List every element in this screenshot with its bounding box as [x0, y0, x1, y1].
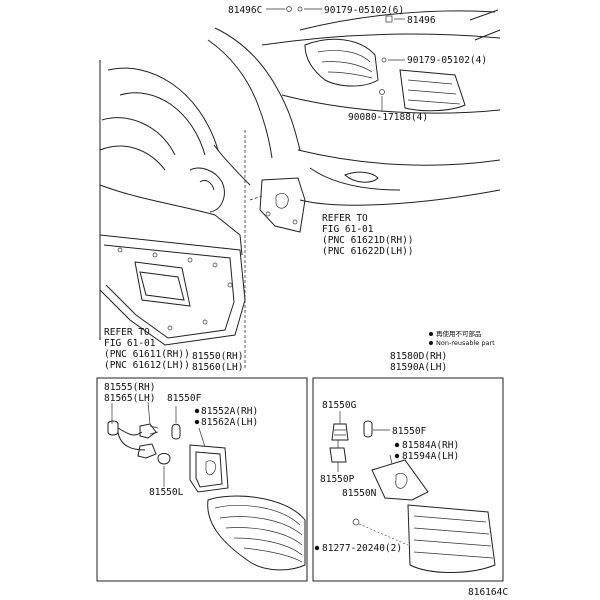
tail-lamp-inner-top: [399, 69, 466, 112]
label-81584arh: 81584A(RH): [402, 440, 459, 451]
label-refer-left-1: REFER TO: [104, 327, 150, 338]
label-refer-right-3: (PNC 61621D(RH)): [322, 235, 414, 246]
label-refer-right-4: (PNC 61622D(LH)): [322, 246, 414, 257]
non-reusable-dot: [394, 453, 400, 459]
label-81590alh: 81590A(LH): [390, 362, 447, 373]
label-81550l: 81550L: [149, 487, 184, 498]
label-81496c: 81496C: [228, 5, 262, 16]
legend-jp: 再使用不可部品: [436, 329, 482, 338]
label-81562alh: 81562A(LH): [201, 417, 258, 428]
legend-en: Non-reusable part: [436, 339, 495, 347]
tail-lamp-left: [207, 495, 306, 571]
non-reusable-dot: [394, 442, 400, 448]
tail-lamp-inner-right: [407, 504, 496, 573]
label-81565lh: 81565(LH): [104, 393, 155, 404]
fasteners-top: [286, 6, 393, 95]
label-refer-left-2: FIG 61-01: [104, 338, 156, 349]
label-90179-05102-6: 90179-05102(6): [324, 5, 404, 16]
bulb-left-1: [171, 406, 181, 440]
figure-code: 816164C: [468, 587, 508, 598]
label-81277-20240: 81277-20240(2): [322, 543, 402, 554]
label-81496: 81496: [407, 15, 436, 26]
legend: 再使用不可部品 Non-reusable part: [429, 329, 495, 347]
label-81560lh: 81560(LH): [192, 362, 243, 373]
gasket-right: [371, 454, 429, 501]
label-81550f-left: 81550F: [167, 393, 202, 404]
label-81552arh: 81552A(RH): [201, 406, 258, 417]
label-81550n: 81550N: [342, 488, 377, 499]
gasket-left: [189, 427, 229, 493]
gasket-mid: [259, 177, 306, 233]
label-81580drh: 81580D(RH): [390, 351, 447, 362]
label-81555rh: 81555(RH): [104, 382, 155, 393]
label-refer-left-4: (PNC 61612(LH)): [104, 360, 190, 371]
label-refer-right-2: FIG 61-01: [322, 224, 374, 235]
non-reusable-dot: [314, 545, 320, 551]
label-refer-left-3: (PNC 61611(RH)): [104, 349, 190, 360]
label-81594alh: 81594A(LH): [402, 451, 459, 462]
fastener-right: [352, 518, 409, 546]
label-refer-right-1: REFER TO: [322, 213, 368, 224]
label-90179-05102-4: 90179-05102(4): [407, 55, 487, 66]
bulb-left-2: [157, 453, 171, 487]
vehicle-body-drawing: [99, 9, 501, 346]
bulb-right: [363, 420, 390, 438]
label-81550g: 81550G: [322, 400, 357, 411]
right-assembly-box: [312, 377, 504, 582]
label-81550rh: 81550(RH): [192, 351, 243, 362]
socket-right: [329, 411, 349, 472]
tail-lamp-outer-top: [304, 38, 379, 87]
left-assembly-box: [96, 377, 308, 582]
non-reusable-dot: [194, 408, 200, 414]
label-81550p: 81550P: [320, 474, 355, 485]
leader-lines-top: [244, 8, 405, 370]
non-reusable-dot: [194, 419, 200, 425]
label-90080-17188-4: 90080-17188(4): [348, 112, 428, 123]
label-81550f-right: 81550F: [392, 426, 427, 437]
socket-wire-left: [107, 401, 159, 459]
